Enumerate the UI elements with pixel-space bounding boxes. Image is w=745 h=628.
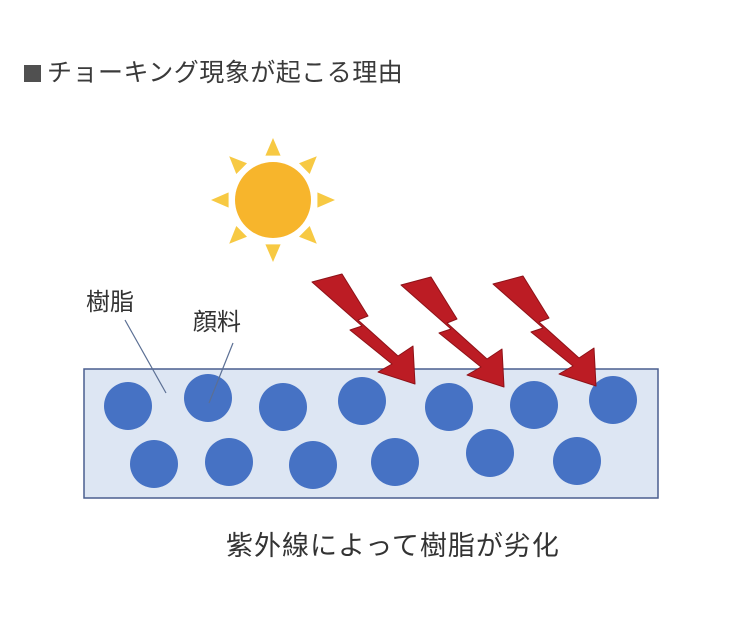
resin-label: 樹脂 xyxy=(86,288,134,316)
pigment-particle xyxy=(510,381,558,429)
pigment-particle xyxy=(205,438,253,486)
pigment-particle xyxy=(184,374,232,422)
pigment-particle xyxy=(259,383,307,431)
sun-ray xyxy=(265,244,281,262)
lightning-arrow-icon xyxy=(492,275,597,387)
pigment-particle xyxy=(589,376,637,424)
sun-ray xyxy=(299,156,317,174)
diagram-heading: チョーキング現象が起こる理由 xyxy=(24,56,403,90)
caption: 紫外線によって樹脂が劣化 xyxy=(226,531,560,562)
pigment-leader-line xyxy=(208,342,234,404)
sun-disc xyxy=(235,162,311,238)
pigment-particle xyxy=(425,383,473,431)
pigment-particle xyxy=(338,377,386,425)
sun-rays xyxy=(211,138,335,262)
sun-ray xyxy=(317,192,335,208)
pigment-particle xyxy=(289,441,337,489)
sun-icon xyxy=(211,138,335,262)
resin-leader-line xyxy=(124,319,167,394)
uv-arrows xyxy=(311,273,597,388)
heading-square-marker xyxy=(24,65,41,82)
sun-ray xyxy=(299,226,317,244)
sun-ray xyxy=(265,138,281,156)
pigment-label: 顔料 xyxy=(193,308,241,336)
sun-ray xyxy=(211,192,229,208)
lightning-arrow-icon xyxy=(311,273,416,385)
heading-title: チョーキング現象が起こる理由 xyxy=(47,58,404,87)
pigment-particle xyxy=(104,382,152,430)
sun-ray xyxy=(229,156,247,174)
pigment-particle xyxy=(371,438,419,486)
lightning-arrow-icon xyxy=(400,276,505,388)
pigment-particle xyxy=(130,440,178,488)
sun-ray xyxy=(229,226,247,244)
pigment-particles xyxy=(104,374,637,489)
pigment-particle xyxy=(553,437,601,485)
pigment-particle xyxy=(466,429,514,477)
